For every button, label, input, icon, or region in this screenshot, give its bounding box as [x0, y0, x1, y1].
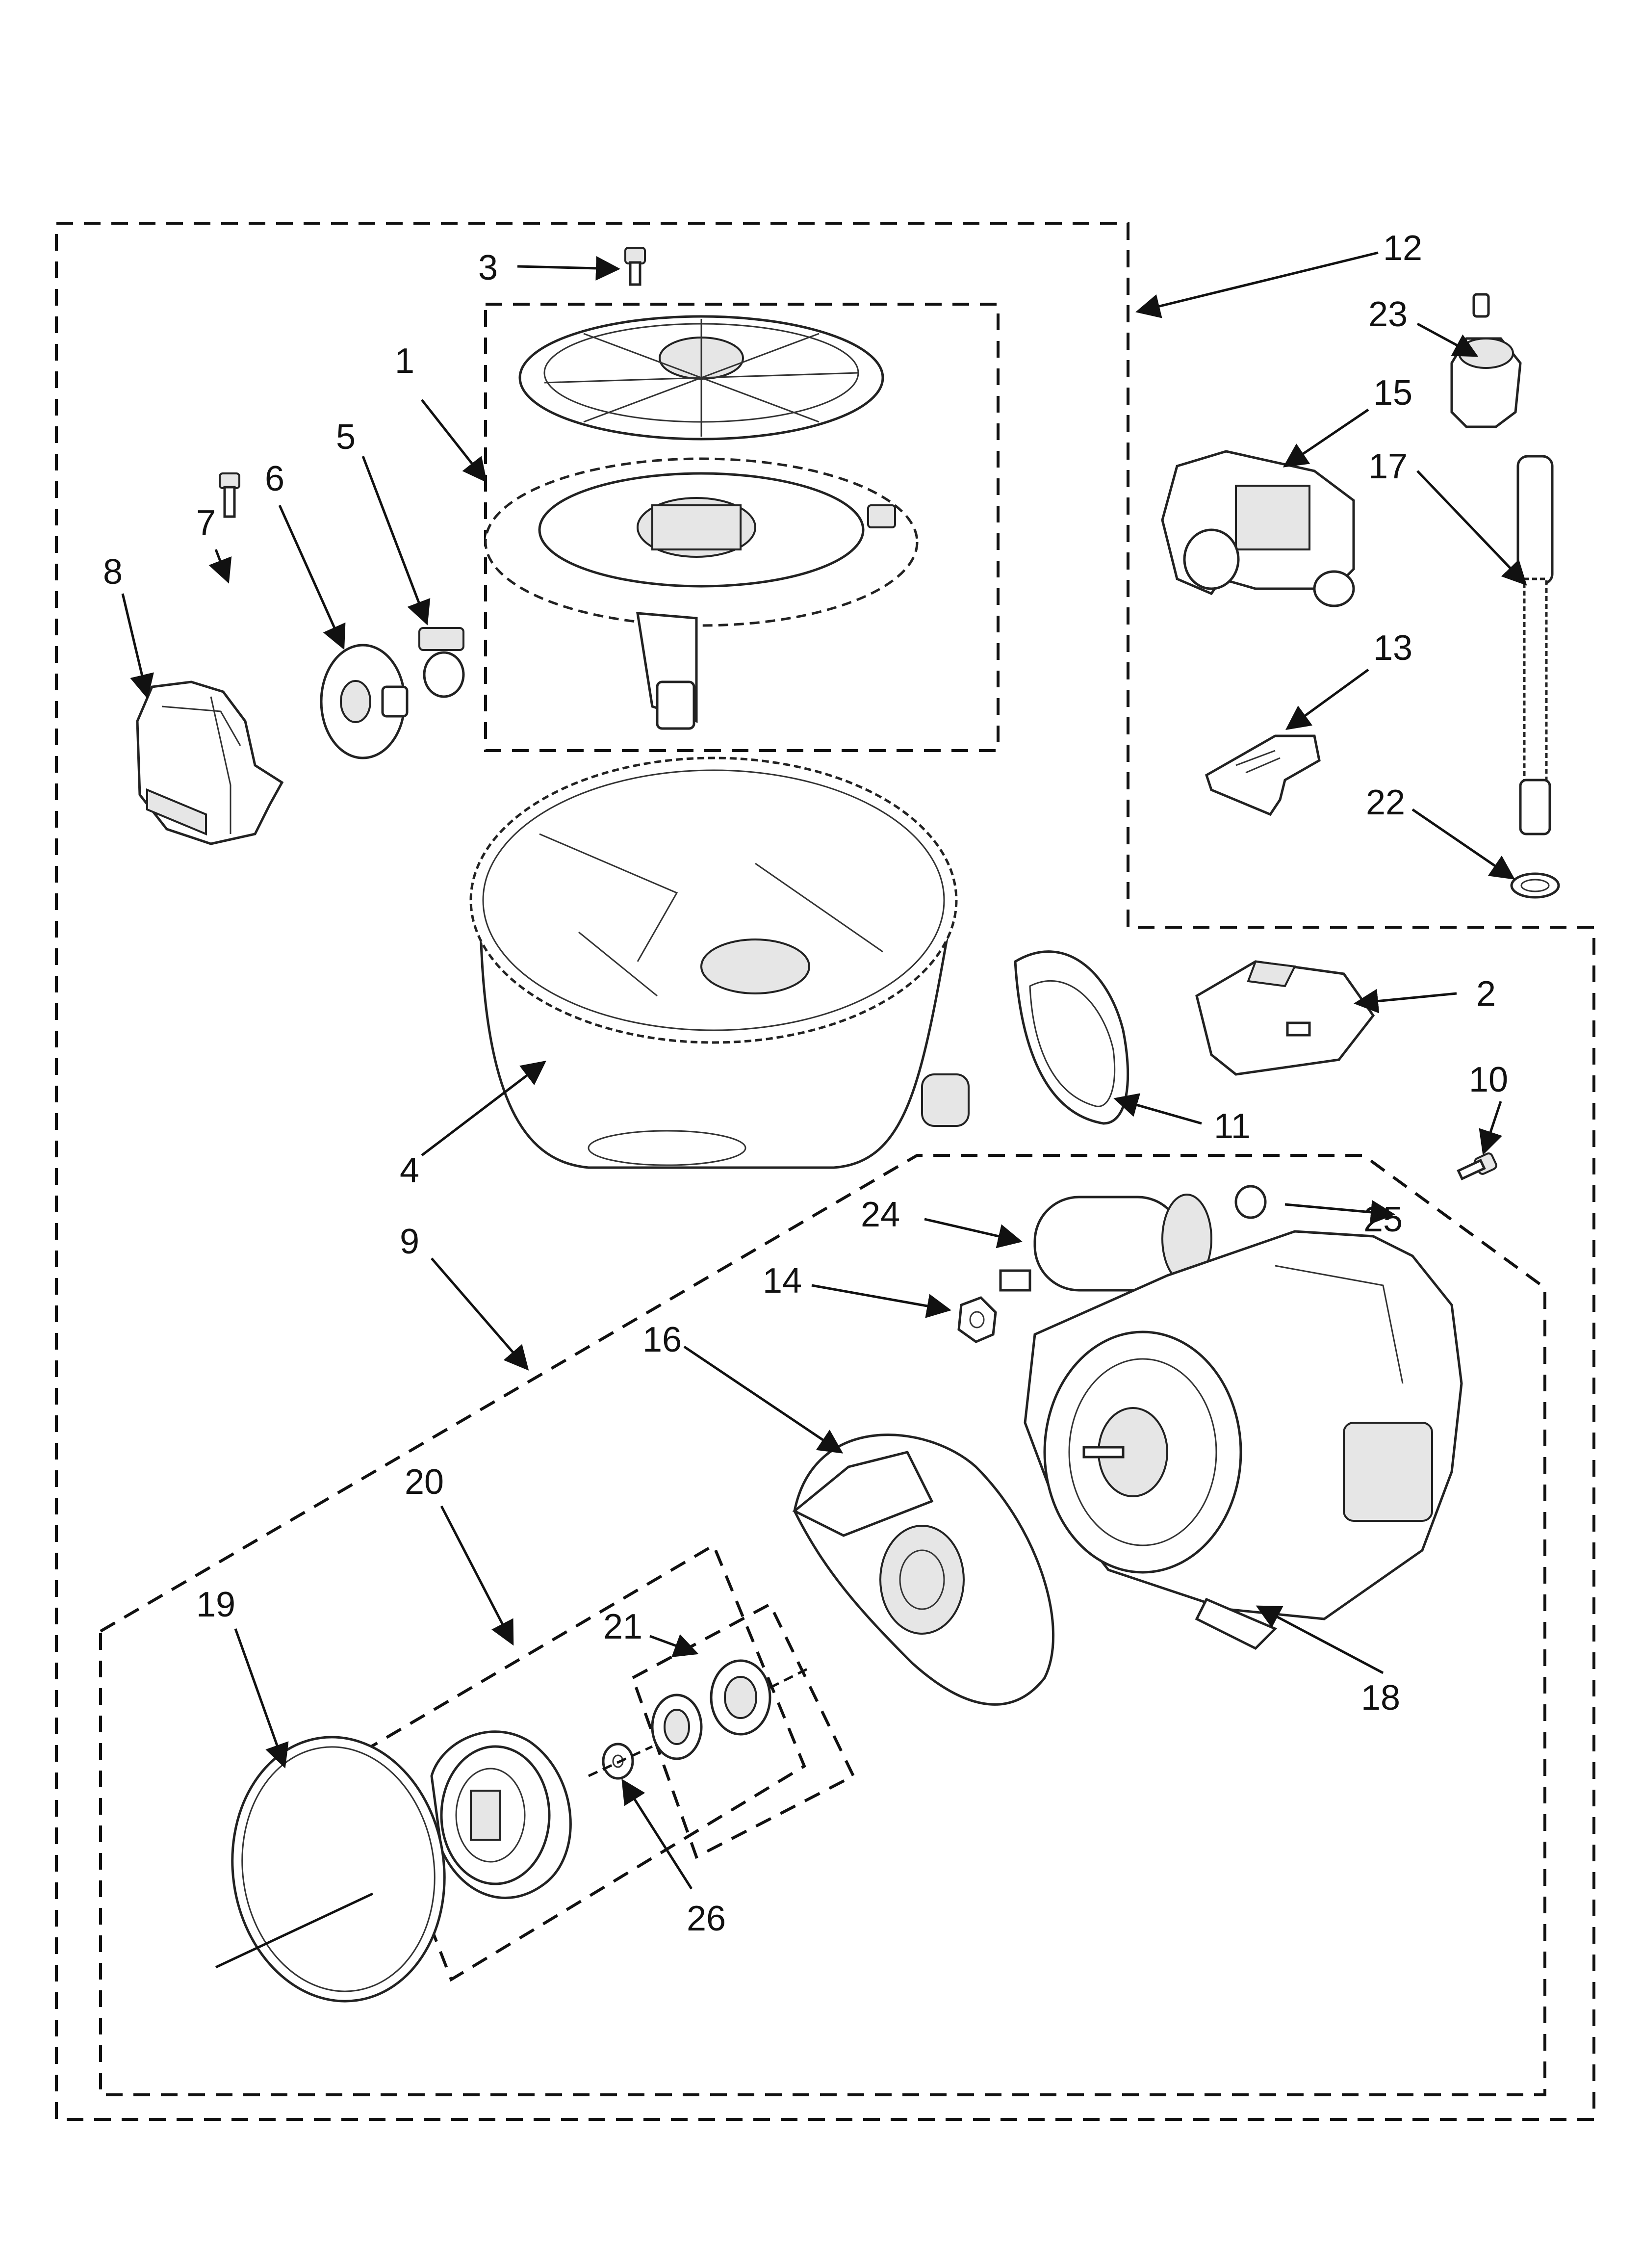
valve-part-23: [1450, 293, 1522, 428]
filter-part-1: [484, 457, 919, 730]
leader-lines: [121, 251, 1527, 1890]
callout-23: 23: [1368, 295, 1408, 334]
callout-11: 11: [1214, 1107, 1251, 1146]
filter-cover-part: [518, 315, 884, 441]
callout-16: 16: [642, 1320, 682, 1359]
group-outlines: [55, 222, 1595, 2121]
sump-part-4: [469, 756, 970, 1169]
callout-7: 7: [196, 503, 216, 543]
motor-part-18: [1024, 1230, 1463, 1650]
callout-3: 3: [478, 248, 498, 287]
clamp-part-22: [1510, 872, 1560, 899]
bracket-part-13: [1205, 734, 1321, 816]
callout-10: 10: [1469, 1060, 1508, 1099]
callout-21: 21: [603, 1607, 642, 1646]
volute-part-16: [792, 1434, 1054, 1706]
callout-24: 24: [861, 1195, 900, 1234]
hose-part-17: [1516, 455, 1554, 835]
gasket-part-11: [1014, 950, 1129, 1125]
callout-5: 5: [336, 417, 356, 457]
washer-part-26: [588, 1743, 653, 1780]
callout-1: 1: [395, 341, 414, 381]
capacitor-part-24: [999, 1194, 1212, 1292]
o-ring-part-19: [215, 1736, 446, 2003]
seal-kit-box: [631, 1602, 855, 1859]
callout-8: 8: [103, 552, 123, 592]
callout-25: 25: [1363, 1200, 1403, 1239]
nut-part-14: [957, 1296, 997, 1343]
housing-part-8: [136, 680, 284, 845]
disc-part-25: [1234, 1185, 1267, 1219]
callout-22: 22: [1366, 783, 1405, 822]
pump-motor-box: [99, 1154, 1546, 2096]
seal-part-21: [651, 1659, 810, 1760]
callout-12: 12: [1383, 229, 1422, 268]
callout-13: 13: [1373, 628, 1412, 668]
callout-17: 17: [1368, 447, 1408, 486]
callout-26: 26: [687, 1899, 726, 1938]
callout-6: 6: [265, 459, 284, 498]
filter-assembly-box: [484, 303, 1000, 752]
callout-4: 4: [400, 1151, 419, 1190]
screw-part-10: [1457, 1152, 1497, 1181]
callout-14: 14: [763, 1261, 802, 1301]
screw-part-3: [624, 247, 646, 286]
pump-part-15: [1161, 450, 1355, 607]
cover-part-2: [1195, 960, 1375, 1076]
impeller-part-20: [430, 1730, 572, 1900]
screw-part-7: [219, 472, 240, 518]
callout-20: 20: [405, 1462, 444, 1502]
callout-18: 18: [1361, 1678, 1400, 1718]
disc-part-6: [320, 644, 409, 759]
clip-part-5: [418, 627, 465, 698]
callout-15: 15: [1373, 373, 1412, 413]
callout-labels: 1 2 3 4 5 6 7 8 9 10 11 12 13 14 15 16 1…: [103, 229, 1508, 1938]
callout-2: 2: [1476, 974, 1496, 1014]
callout-19: 19: [196, 1585, 235, 1624]
callout-9: 9: [400, 1222, 419, 1261]
